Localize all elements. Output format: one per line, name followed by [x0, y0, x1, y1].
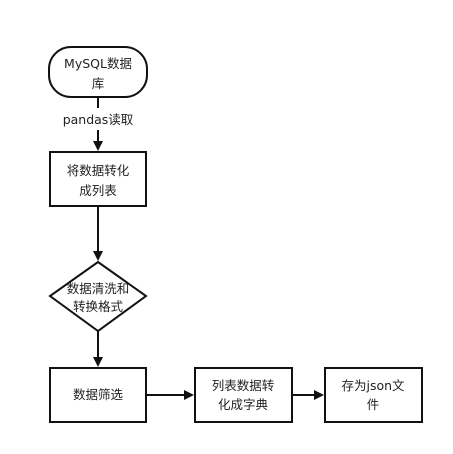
- node-list-to-dict-line-2: 化成字典: [218, 397, 268, 412]
- node-mysql-database-line-1: MySQL数据: [64, 56, 132, 71]
- process-shape: [49, 367, 147, 423]
- edge-list-to-clean: [93, 206, 103, 261]
- node-clean-and-format-line-1: 数据清洗和: [67, 281, 130, 296]
- edge-label-pandas-read: pandas读取: [63, 112, 134, 127]
- node-convert-to-list-line-1: 将数据转化: [67, 163, 130, 178]
- node-list-to-dict: 列表数据转 化成字典: [194, 367, 293, 423]
- node-data-filter-label: 数据筛选: [73, 387, 124, 402]
- decision-shape: [48, 260, 148, 333]
- arrowhead-down: [93, 357, 103, 367]
- node-convert-to-list: 将数据转化 成列表: [49, 151, 147, 207]
- node-save-json-file: 存为json文 件: [324, 367, 423, 423]
- node-mysql-database-line-2: 库: [92, 76, 105, 91]
- node-save-json-file-line-1: 存为json文: [341, 378, 405, 393]
- node-clean-and-format-line-2: 转换格式: [73, 299, 124, 314]
- edge-db-to-list: pandas读取: [63, 97, 134, 151]
- node-list-to-dict-line-1: 列表数据转: [212, 378, 275, 393]
- arrowhead-down: [93, 251, 103, 261]
- node-data-filter: 数据筛选: [49, 367, 147, 423]
- process-shape: [49, 151, 147, 207]
- arrowhead-right: [314, 390, 324, 400]
- node-clean-and-format: 数据清洗和 转换格式: [48, 260, 148, 333]
- arrowhead-right: [184, 390, 194, 400]
- arrowhead-down: [93, 141, 103, 151]
- process-shape: [324, 367, 423, 423]
- node-convert-to-list-line-2: 成列表: [79, 183, 117, 198]
- edge-filter-to-dict: [146, 390, 194, 400]
- edge-clean-to-filter: [93, 331, 103, 367]
- node-save-json-file-line-2: 件: [367, 397, 380, 412]
- edge-dict-to-json: [292, 390, 324, 400]
- process-shape: [194, 367, 293, 423]
- node-mysql-database: MySQL数据 库: [48, 46, 148, 98]
